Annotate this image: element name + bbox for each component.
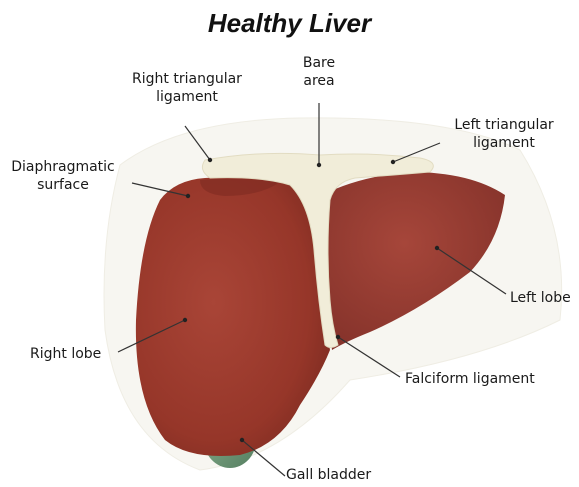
- dot-left-lobe: [435, 246, 439, 250]
- label-bare-area: Bare area: [294, 54, 344, 90]
- dot-right-triangular: [208, 158, 212, 162]
- dot-falciform: [336, 335, 340, 339]
- label-falciform-ligament: Falciform ligament: [405, 370, 565, 388]
- dot-left-triangular: [391, 160, 395, 164]
- dot-bare-area: [317, 163, 321, 167]
- label-right-lobe: Right lobe: [30, 345, 120, 363]
- label-diaphragmatic-surface: Diaphragmatic surface: [4, 158, 122, 194]
- dot-diaphragmatic: [186, 194, 190, 198]
- dot-gall-bladder: [240, 438, 244, 442]
- dot-right-lobe: [183, 318, 187, 322]
- label-left-triangular-ligament: Left triangular ligament: [440, 116, 568, 152]
- label-left-lobe: Left lobe: [510, 289, 579, 307]
- label-right-triangular-ligament: Right triangular ligament: [112, 70, 262, 106]
- label-gall-bladder: Gall bladder: [286, 466, 396, 484]
